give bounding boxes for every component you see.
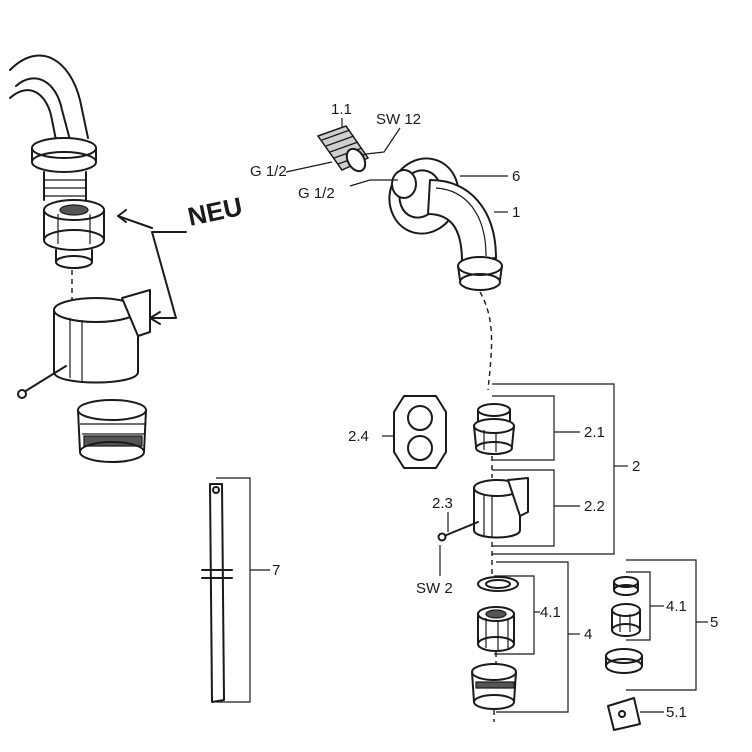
label-sw-2: SW 2 bbox=[416, 580, 453, 597]
clamp-part-2-2 bbox=[473, 477, 529, 576]
label-part-7: 7 bbox=[272, 562, 280, 579]
screw-part-2-3 bbox=[437, 521, 479, 576]
label-g-1-2-spout: G 1/2 bbox=[298, 185, 335, 202]
old-spout-assembly bbox=[9, 54, 151, 463]
label-part-4-1-right: 4.1 bbox=[666, 598, 687, 615]
label-part-4-1-left: 4.1 bbox=[540, 604, 561, 621]
label-part-2-2: 2.2 bbox=[584, 498, 605, 515]
nipple-part-1-1 bbox=[316, 125, 370, 173]
label-part-2-3: 2.3 bbox=[432, 495, 453, 512]
label-part-4: 4 bbox=[584, 626, 592, 643]
leader-lines bbox=[216, 118, 708, 713]
label-part-2-1: 2.1 bbox=[584, 424, 605, 441]
assembly-part-5 bbox=[605, 576, 643, 731]
assembly-part-4 bbox=[471, 576, 519, 722]
label-part-1-1: 1.1 bbox=[331, 101, 352, 118]
rod-part-7 bbox=[201, 483, 233, 703]
part-2-1-nut bbox=[473, 403, 515, 478]
label-part-2-4: 2.4 bbox=[348, 428, 369, 445]
label-g-1-2-nipple: G 1/2 bbox=[250, 163, 287, 180]
label-part-5: 5 bbox=[710, 614, 718, 631]
neu-label: NEU bbox=[185, 191, 245, 232]
label-part-2: 2 bbox=[632, 458, 640, 475]
spout-part-1 bbox=[388, 157, 503, 391]
label-part-1: 1 bbox=[512, 204, 520, 221]
part-labels: 1.1 SW 12 G 1/2 G 1/2 6 1 2.1 2.4 2 2.3 … bbox=[250, 101, 718, 721]
label-sw-12: SW 12 bbox=[376, 111, 421, 128]
seal-part-2-4 bbox=[393, 395, 447, 469]
label-part-6: 6 bbox=[512, 168, 520, 185]
label-part-5-1: 5.1 bbox=[666, 704, 687, 721]
